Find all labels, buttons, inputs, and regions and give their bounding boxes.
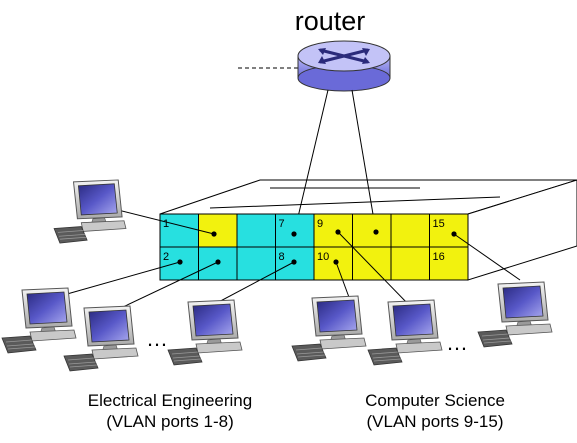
cs-ellipsis: … <box>446 330 468 355</box>
ee-group-title: Electrical Engineering <box>87 391 253 410</box>
computer-icon <box>167 299 243 366</box>
port-number-label: 2 <box>163 251 169 263</box>
port-number-label: 8 <box>279 251 285 263</box>
switch-port <box>159 213 199 248</box>
computer-icon <box>53 179 127 244</box>
port-dots <box>177 229 457 265</box>
router-icon <box>297 40 391 92</box>
computer-icon <box>63 305 139 372</box>
switch-port-grid: 1 7 9 15 2 8 10 16 <box>159 213 469 281</box>
cs-group-title: Computer Science <box>365 391 505 410</box>
switch-port <box>236 213 276 248</box>
router-link-cs <box>351 89 377 233</box>
cs-group-label: Computer Science (VLAN ports 9-15) <box>330 390 540 432</box>
port-number-label: 15 <box>433 218 445 230</box>
switch-port <box>429 246 469 281</box>
switch-port <box>390 213 430 248</box>
ee-group-label: Electrical Engineering (VLAN ports 1-8) <box>55 390 285 432</box>
ee-ellipsis: … <box>146 326 168 351</box>
cs-group-ports: (VLAN ports 9-15) <box>366 412 504 431</box>
computer-icon <box>477 281 553 348</box>
switch-port <box>236 246 276 281</box>
port-number-label: 16 <box>433 251 445 263</box>
ee-group-ports: (VLAN ports 1-8) <box>106 412 234 431</box>
port-number-label: 1 <box>163 218 169 230</box>
port-number-label: 7 <box>279 218 285 230</box>
router-link-ee <box>293 89 329 235</box>
switch-port <box>352 246 392 281</box>
switch-port <box>390 246 430 281</box>
switch-port <box>429 213 469 248</box>
computer-icon <box>291 295 367 362</box>
port-number-label: 9 <box>317 218 323 230</box>
router-label: router <box>294 6 366 36</box>
computer-icon <box>367 299 443 366</box>
computer-icon <box>1 287 77 354</box>
switch-port <box>352 213 392 248</box>
switch-port <box>198 213 238 248</box>
port-number-label: 10 <box>317 251 329 263</box>
